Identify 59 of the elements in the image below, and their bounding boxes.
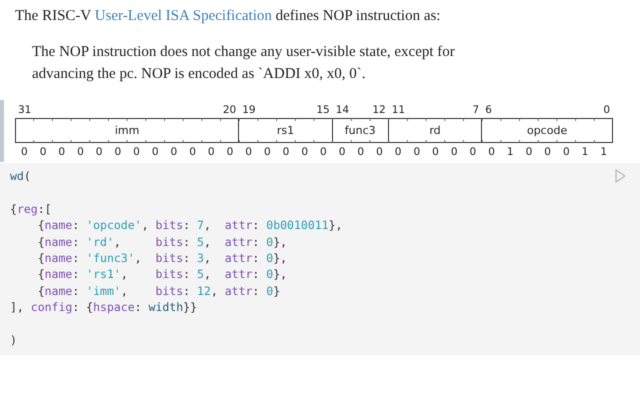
link: User-Level ISA Specification (94, 8, 272, 24)
bit-value: 0 (413, 146, 420, 158)
bit-index: 20 (222, 104, 236, 116)
register-field: func3 (332, 118, 389, 143)
bit-value: 0 (77, 146, 84, 158)
bit-index: 12 (372, 104, 386, 116)
bit-index: 11 (392, 104, 406, 116)
quote-paragraph: The NOP instruction does not change any user-visible state, except for advancing the pc. NOP is encoded as `ADDI x0, x0, 0`. (32, 43, 456, 84)
bit-value: 0 (376, 146, 383, 158)
code-line: {name: 'imm', bits: 12, attr: 0} (36, 284, 280, 298)
bit-value: 0 (450, 146, 458, 158)
bit-value: 0 (58, 146, 66, 158)
bit-value: 0 (133, 146, 140, 158)
bit-index: 19 (242, 104, 256, 116)
bit-value: 0 (470, 146, 476, 158)
code-line: ) (10, 333, 17, 347)
bit-value: 0 (226, 146, 234, 158)
code-line: {reg:[ (10, 202, 52, 216)
code-line: wd( (10, 169, 31, 183)
bit-value: 0 (170, 146, 178, 158)
bit-value: 0 (544, 146, 551, 158)
bit-value: 0 (189, 146, 196, 158)
register-field: rs1 (239, 118, 333, 143)
bit-value: 0 (432, 146, 439, 158)
bit-value: 0 (152, 146, 158, 158)
bit-index: 6 (485, 104, 492, 116)
bit-value: 0 (208, 146, 215, 158)
bit-value: 0 (114, 146, 122, 158)
bit-value: 0 (21, 146, 28, 158)
bit-value: 0 (562, 146, 570, 158)
code-line: {name: 'func3', bits: 3, attr: 0}, (36, 251, 288, 265)
bit-value: 0 (394, 146, 402, 158)
code-line: {name: 'opcode', bits: 7, attr: 0b0010011}, (36, 218, 342, 232)
bit-index: 7 (472, 104, 480, 116)
bit-value: 0 (40, 146, 46, 158)
bit-value: 0 (488, 146, 495, 158)
bit-value: 0 (338, 146, 346, 158)
bit-index: 0 (603, 104, 610, 116)
bit-index: 14 (336, 104, 350, 116)
code-line: {name: 'rd', bits: 5, attr: 0}, (36, 234, 288, 249)
bit-value: 0 (245, 146, 252, 158)
bit-value: 0 (357, 146, 364, 158)
register-field: opcode (482, 118, 613, 143)
code-line: ], config: {hspace: width}} (10, 300, 197, 314)
bit-value: 1 (600, 146, 607, 158)
bit-value: 0 (96, 146, 102, 158)
bit-value: 0 (320, 146, 327, 158)
bit-value: 0 (282, 146, 290, 158)
code-line: {name: 'rs1', bits: 5, attr: 0}, (36, 267, 288, 282)
bit-value: 0 (301, 146, 308, 158)
bit-value: 0 (264, 146, 271, 158)
bit-index: 31 (18, 104, 32, 116)
bit-value: 0 (526, 146, 532, 158)
intro-sentence: The RISC-V User-Level ISA Specification defines NOP instruction as: (15, 8, 440, 25)
bit-value: 1 (582, 146, 588, 158)
register-field: imm (15, 118, 240, 143)
bit-value: 1 (506, 146, 514, 158)
register-field: rd (388, 118, 482, 143)
bit-index: 15 (316, 104, 330, 116)
